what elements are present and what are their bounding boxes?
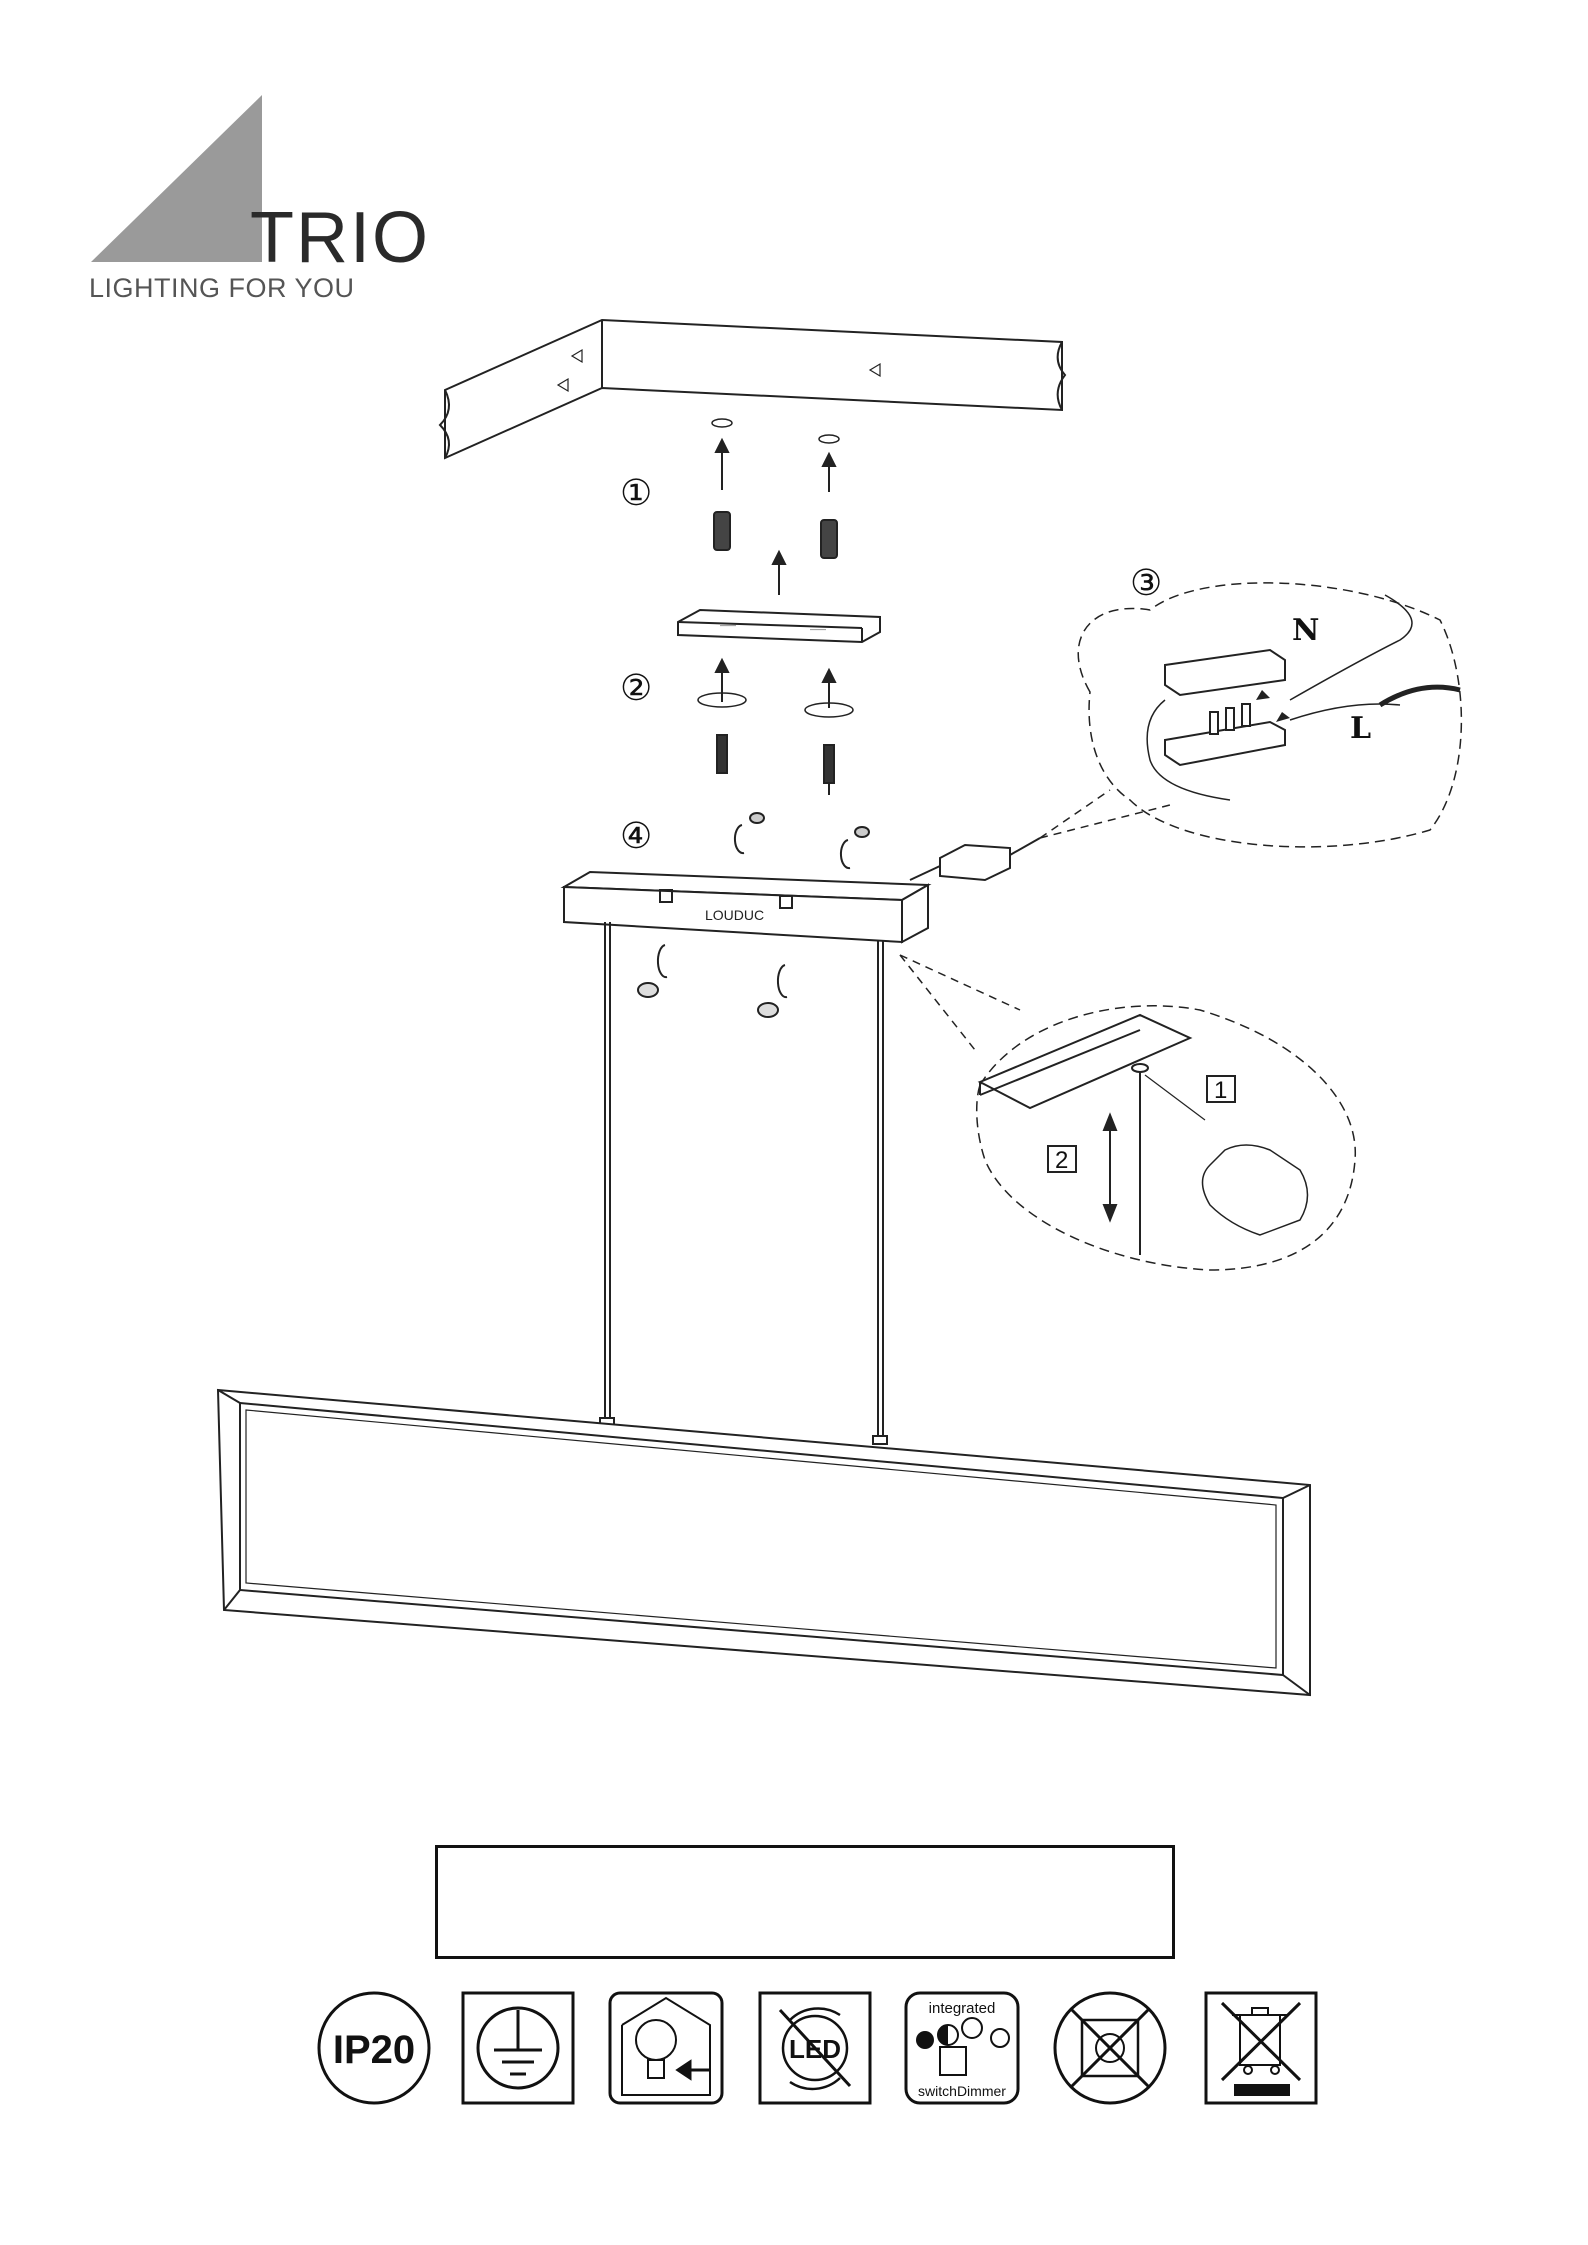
ip20-rating-icon: IP20 xyxy=(319,1993,429,2103)
weee-disposal-icon xyxy=(1206,1993,1316,2103)
svg-text:LOUDUC: LOUDUC xyxy=(705,907,764,923)
mounting-bracket: —— —— xyxy=(678,610,880,642)
replaceable-bulb-icon xyxy=(610,1993,722,2103)
live-wire-label: L xyxy=(1350,711,1371,746)
no-dimmer-icon xyxy=(1055,1993,1165,2103)
adjust-step-label: 2 xyxy=(1048,1146,1076,1174)
non-replaceable-led-icon: LED xyxy=(760,1993,870,2103)
canopy-screw-icon xyxy=(735,813,869,868)
arrow-up-icon xyxy=(716,440,835,595)
svg-text:——: —— xyxy=(720,621,736,630)
press-step-label: 1 xyxy=(1207,1076,1235,1104)
svg-text:IP20: IP20 xyxy=(333,2028,415,2072)
wiring-callout xyxy=(1040,583,1461,847)
suspension-cable xyxy=(600,922,887,1444)
step-4-label: ④ xyxy=(620,816,652,857)
step-2-label: ② xyxy=(620,668,652,709)
screw-cap-icon xyxy=(638,945,787,1017)
height-adjust-callout xyxy=(900,955,1355,1270)
svg-text:integrated: integrated xyxy=(929,2000,996,2017)
step-3-label: ③ xyxy=(1130,563,1162,604)
screw-icon xyxy=(698,660,853,795)
luminaire-frame xyxy=(218,1390,1310,1695)
info-box xyxy=(435,1845,1175,1959)
svg-text:switchDimmer: switchDimmer xyxy=(918,2083,1006,2099)
drill-hole xyxy=(712,419,732,427)
protective-earth-icon xyxy=(463,1993,573,2103)
step-1-label: ① xyxy=(620,473,652,514)
assembly-diagram: —— —— LOUDUC xyxy=(0,0,1588,1720)
svg-text:——: —— xyxy=(810,625,826,634)
drill-hole xyxy=(819,435,839,443)
svg-text:2: 2 xyxy=(1055,1147,1068,1174)
neutral-wire-label: N xyxy=(1292,613,1319,648)
svg-text:1: 1 xyxy=(1214,1077,1227,1104)
canopy: LOUDUC xyxy=(564,872,928,942)
integrated-switch-dimmer-icon: integrated switchDimmer xyxy=(906,1993,1018,2103)
ceiling-slab xyxy=(440,320,1065,458)
svg-text:LED: LED xyxy=(789,2034,841,2064)
terminal-connector xyxy=(910,838,1040,880)
wall-plug-icon xyxy=(714,512,837,558)
